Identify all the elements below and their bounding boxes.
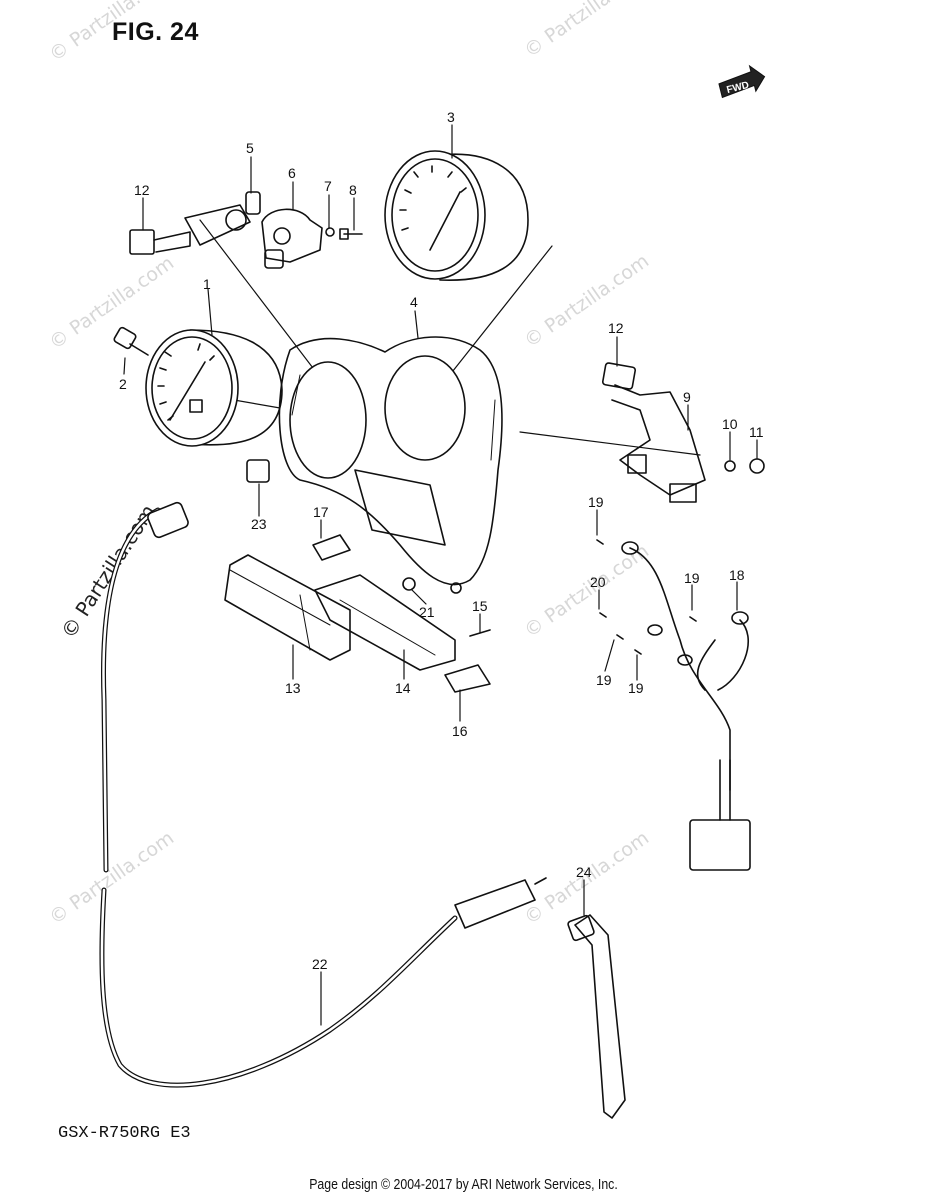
callout-label: 12 bbox=[608, 320, 624, 336]
callout-label: 20 bbox=[590, 574, 606, 590]
fwd-arrow-icon: FWD bbox=[718, 64, 766, 99]
bracket-right bbox=[601, 362, 765, 503]
callout-labels: 1 2 3 4 5 6 8 7 9 10 11 12 12 13 14 15 1… bbox=[119, 109, 764, 972]
callout-label: 17 bbox=[313, 504, 329, 520]
speedometer bbox=[145, 329, 283, 447]
watermark: © Partzilla.com bbox=[520, 250, 653, 352]
model-code: GSX-R750RG E3 bbox=[58, 1124, 191, 1143]
speedometer-cable bbox=[99, 501, 547, 1088]
callout-label: 13 bbox=[285, 680, 301, 696]
callout-label: 9 bbox=[683, 389, 691, 405]
callout-label: 21 bbox=[419, 604, 435, 620]
callout-label: 10 bbox=[722, 416, 738, 432]
callout-label: 8 bbox=[349, 182, 357, 198]
callout-label: 22 bbox=[312, 956, 328, 972]
callout-label: 4 bbox=[410, 294, 418, 310]
callout-label: 2 bbox=[119, 376, 127, 392]
callout-label: 23 bbox=[251, 516, 267, 532]
diagram-artwork bbox=[99, 124, 765, 1119]
callout-label: 14 bbox=[395, 680, 411, 696]
watermark: © Partzilla.com bbox=[45, 0, 178, 66]
callout-label: 11 bbox=[749, 424, 764, 440]
callout-label: 1 bbox=[203, 276, 211, 292]
trip-knob bbox=[113, 326, 149, 356]
lens-plate bbox=[312, 534, 491, 693]
callout-label: 16 bbox=[452, 723, 468, 739]
cable-strap bbox=[567, 914, 626, 1119]
grommet bbox=[246, 459, 270, 483]
callout-label: 19 bbox=[596, 672, 612, 688]
watermark: © Partzilla.com bbox=[45, 827, 178, 929]
leader-lines bbox=[123, 124, 758, 1026]
watermark: © Partzilla.com bbox=[45, 252, 178, 354]
wiring-harness bbox=[596, 539, 751, 871]
callout-label: 7 bbox=[324, 178, 332, 194]
callout-label: 15 bbox=[472, 598, 488, 614]
footer-copyright: Page design © 2004-2017 by ARI Network S… bbox=[309, 1176, 618, 1193]
callout-label: 6 bbox=[288, 165, 296, 181]
figure-title: FIG. 24 bbox=[112, 18, 199, 46]
callout-label: 24 bbox=[576, 864, 592, 880]
callout-label: 19 bbox=[628, 680, 644, 696]
meter-case bbox=[278, 336, 503, 586]
watermark: © Partzilla.com bbox=[520, 0, 653, 62]
tachometer bbox=[384, 150, 529, 281]
callout-label: 3 bbox=[447, 109, 455, 125]
fwd-label: FWD bbox=[726, 80, 751, 96]
callout-label: 19 bbox=[684, 570, 700, 586]
callout-label: 5 bbox=[246, 140, 254, 156]
indicator-panel bbox=[224, 554, 351, 661]
callout-label: 18 bbox=[729, 567, 745, 583]
bracket-assembly-upper bbox=[129, 191, 363, 269]
callout-label: 12 bbox=[134, 182, 150, 198]
callout-label: 19 bbox=[588, 494, 604, 510]
watermark: © Partzilla.com bbox=[520, 540, 653, 642]
